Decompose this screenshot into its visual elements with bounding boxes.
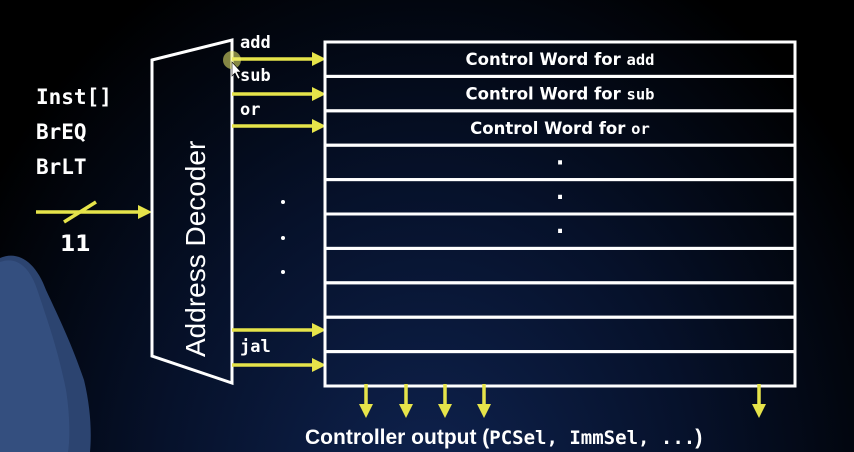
rom-row-ellipsis: .	[556, 180, 564, 205]
output-arrows	[359, 384, 766, 418]
input-label-inst: Inst[]	[36, 85, 112, 109]
output-label-sub: sub	[240, 66, 271, 86]
rom-row-label: Control Word for or	[470, 119, 650, 138]
address-decoder: Address Decoder	[150, 38, 234, 386]
wordline-arrows	[232, 52, 326, 372]
output-label-jal: jal	[240, 337, 271, 357]
input-bus-arrow	[36, 200, 152, 224]
rom-row	[323, 246, 797, 285]
output-label-add: add	[240, 33, 271, 53]
rom-row	[323, 350, 797, 388]
bus-width-label: 11	[60, 232, 91, 257]
rom-row-label: Control Word for sub	[466, 85, 655, 104]
controller-output-caption: Controller output (PCSel, ImmSel, ...)	[305, 426, 702, 449]
presenter-silhouette	[0, 255, 91, 452]
input-labels: Inst[] BrEQ BrLT	[36, 85, 112, 179]
decoder-label: Address Decoder	[180, 141, 211, 357]
rom-row-label: Control Word for add	[466, 50, 655, 69]
rom-row	[323, 315, 797, 354]
input-label-brlt: BrLT	[36, 155, 87, 179]
mouse-cursor	[223, 51, 242, 80]
input-label-breq: BrEQ	[36, 120, 87, 144]
rom-row	[323, 281, 797, 319]
rom-row-ellipsis: .	[556, 145, 564, 170]
decoder-ellipsis	[281, 200, 285, 274]
output-label-or: or	[240, 100, 260, 120]
rom-row-ellipsis: .	[556, 214, 564, 239]
